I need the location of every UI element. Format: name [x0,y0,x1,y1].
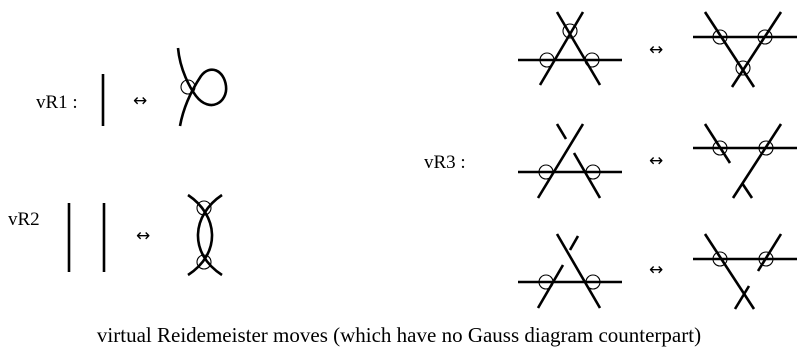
vr3-row3-arrow: ↔ [649,260,664,280]
figure-caption: virtual Reidemeister moves (which have n… [96,323,702,347]
vr3-row1-right [693,11,797,88]
vr2-right-double-crossing [187,193,223,277]
virtual-crossing-circle [180,79,196,95]
vr3-label: vR3 : [424,152,466,173]
vr3-row2-arrow: ↔ [649,151,664,171]
virtual-crossing-circle [196,254,212,270]
vr3-row1-arrow: ↔ [649,40,664,60]
virtual-crossing-circle [196,200,212,216]
vr2-label: vR2 [8,209,40,230]
vr1-right-kink [176,47,228,127]
vr3-row3-right [693,233,797,310]
vr2-left-strands [67,203,106,272]
vr3-row2-left [518,123,622,199]
vr2-arrow: ↔ [136,226,151,246]
vr1-label: vR1 : [36,92,78,113]
vr1-arrow: ↔ [133,91,148,111]
vr3-row1-left [518,11,622,86]
vr3-row3-left [518,233,622,309]
vr3-row2-right [693,123,797,199]
